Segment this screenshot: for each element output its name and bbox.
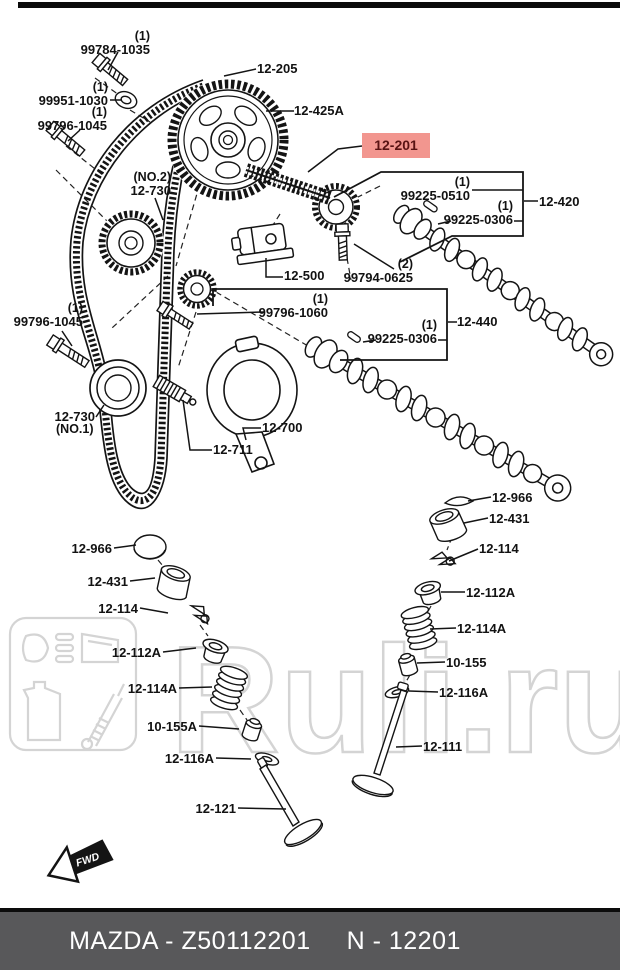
label-10-155a: 10-155A: [147, 719, 197, 734]
label-99225-0510: (1) 99225-0510: [400, 175, 470, 203]
label-99225-0306-upper: (1) 99225-0306: [443, 199, 513, 227]
label-12-114-right: 12-114: [479, 541, 519, 556]
washer-99951-1030-drawing: [114, 90, 138, 110]
label-99796-1045-lower: (1) 99796-1045: [13, 301, 83, 329]
shim-left-drawing: [133, 534, 167, 560]
label-12-431-right: 12-431: [489, 511, 530, 526]
cam-keeper-right-drawing: [443, 496, 475, 507]
label-12-114a-right: 12-114A: [457, 621, 507, 636]
chain-tensioner-drawing: [230, 222, 295, 266]
label-12-205: 12-205: [257, 61, 298, 76]
valve-spring-right-drawing: [400, 605, 438, 651]
valve-train-left-column: [133, 534, 324, 847]
watermark-window-icon: [80, 632, 120, 664]
label-99796-1045-upper: (1) 99796-1045: [37, 105, 107, 133]
label-12-966-right: 12-966: [492, 490, 533, 505]
label-99951-1030: (1) 99951-1030: [38, 80, 108, 108]
watermark-beam-line-icon: [54, 643, 75, 653]
label-12-700: 12-700: [262, 420, 303, 435]
label-10-155: 10-155: [446, 655, 487, 670]
intake-valve-drawing: [257, 757, 324, 847]
label-12-112a-right: 12-112A: [466, 585, 516, 600]
dowel-99225-0510-drawing: [423, 200, 438, 213]
label-12-440: 12-440: [457, 314, 498, 329]
bolt-99796-1060-drawing: [156, 300, 194, 331]
valve-train-right-column: [351, 496, 475, 798]
label-12-121: 12-121: [195, 801, 236, 816]
label-12-111: 12-111: [423, 739, 463, 754]
top-border-rule: [18, 2, 620, 8]
belt-outer-edge: [69, 79, 204, 510]
chain-sprocket-lower-drawing: [177, 269, 217, 309]
spring-seat-left-drawing: [202, 638, 229, 664]
camshaft-intake-drawing: [304, 336, 572, 502]
label-12-112a-left: 12-112A: [111, 645, 161, 660]
label-leader-lines: [61, 51, 538, 810]
label-12-116a-right: 12-116A: [439, 685, 489, 700]
watermark-icon-panel: [8, 616, 138, 752]
bolt-99796-1045-upper-drawing: [45, 120, 86, 158]
tensioner-pulley-drawing: [89, 359, 147, 417]
label-12-201-highlighted[interactable]: 12-201: [362, 133, 430, 158]
watermark-panel-frame: [8, 616, 138, 752]
label-12-730-no2: (NO.2) 12-730: [130, 170, 171, 198]
label-12-114a-left: 12-114A: [127, 681, 177, 696]
label-12-711: 12-711: [213, 442, 253, 457]
timing-chain-drawing: [243, 163, 333, 205]
label-12-114-left: 12-114: [98, 601, 138, 616]
bolt-99796-1045-lower-drawing: [45, 333, 91, 369]
stem-seal-right-drawing: [397, 652, 419, 677]
watermark-shock-eye: [80, 737, 94, 751]
label-12-420: 12-420: [539, 194, 580, 209]
callout-bracket-12-420: [333, 171, 524, 263]
dowel-99225-0306-drawing: [347, 331, 361, 343]
label-12-730-no1: 12-730 (NO.1): [54, 409, 95, 436]
label-99225-0306-lower: (1) 99225-0306: [367, 318, 437, 346]
watermark-headlight-icon: [21, 633, 50, 663]
callout-bracket-12-440: [212, 288, 448, 361]
tappet-right-drawing: [429, 508, 468, 543]
bolt-99794-0625-drawing: [334, 223, 351, 261]
alignment-dashed-lines: [55, 77, 453, 721]
footer-brand-part-code: MAZDA - Z50112201: [69, 926, 311, 955]
watermark-beam-line-icon: [54, 654, 75, 664]
chain-cover-drawing: [206, 335, 298, 474]
footer-catalog-number: N - 12201: [346, 926, 461, 955]
exploded-diagram-canvas: Ruli.ru: [8, 51, 620, 884]
exhaust-valve-drawing: [351, 681, 409, 798]
idler-gear-drawing: [98, 210, 164, 276]
watermark-shock-absorber-icon: [87, 683, 125, 747]
catalog-footer-text: MAZDA - Z50112201 N - 12201: [69, 927, 461, 956]
watermark-oil-can-icon: [22, 680, 62, 742]
cotter-left-drawing: [188, 604, 210, 626]
spring-seat-right-drawing: [414, 580, 442, 606]
watermark-text: Ruli.ru: [170, 615, 620, 785]
tappet-left-drawing: [156, 565, 191, 601]
label-99796-1060: (1) 99796-1060: [258, 292, 328, 320]
fwd-arrow: FWD: [46, 839, 114, 884]
label-12-425a: 12-425A: [294, 103, 344, 118]
label-12-500: 12-500: [284, 268, 325, 283]
catalog-footer-bar: MAZDA - Z50112201 N - 12201: [0, 908, 620, 970]
stem-seal-left-drawing: [241, 717, 263, 742]
label-12-116a-left: 12-116A: [164, 751, 214, 766]
label-12-431-left: 12-431: [87, 574, 128, 589]
label-12-966-left: 12-966: [71, 541, 112, 556]
valve-spring-left-drawing: [209, 665, 249, 711]
label-99784-1035: (1) 99784-1035: [80, 29, 150, 57]
label-99794-0625: (2) 99794-0625: [343, 257, 413, 285]
watermark-beam-line-icon: [54, 632, 75, 642]
